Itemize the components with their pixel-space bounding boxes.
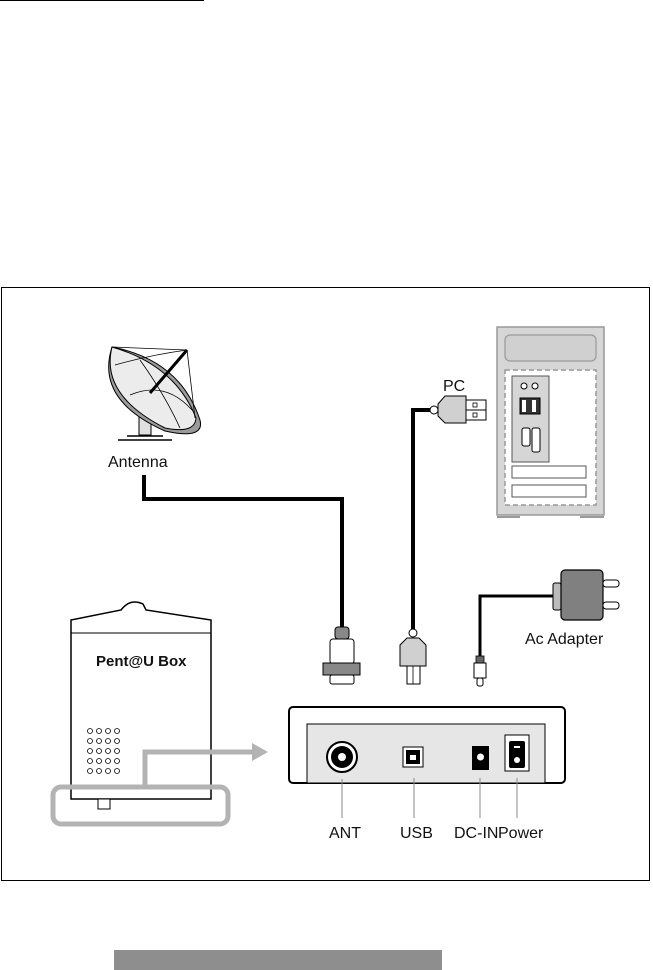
antenna-cable — [144, 475, 342, 628]
antenna-label: Antenna — [108, 454, 168, 471]
pc-label: PC — [443, 378, 465, 395]
power-switch-icon — [505, 735, 529, 771]
ant-port-icon — [327, 742, 357, 772]
usb-a-plug-icon — [430, 396, 486, 423]
coax-plug-icon — [323, 627, 360, 684]
port-label-ant: ANT — [329, 825, 361, 842]
port-label-dc-in: DC-IN — [454, 825, 498, 842]
dc-in-port-icon — [472, 746, 489, 770]
gray-bar — [114, 950, 442, 970]
usb-b-plug-icon — [400, 629, 426, 684]
satellite-dish-icon — [109, 347, 201, 440]
port-label-power: Power — [498, 825, 544, 842]
ac-adapter-label: Ac Adapter — [525, 631, 604, 648]
pc-tower-icon — [497, 327, 604, 517]
usb-port-icon — [403, 747, 423, 767]
port-label-usb: USB — [400, 825, 433, 842]
usb-cable — [413, 410, 431, 629]
pentau-box-icon — [71, 602, 211, 809]
device-label: Pent@U Box — [96, 653, 187, 670]
ac-adapter-icon — [553, 570, 619, 620]
device-back-panel — [289, 707, 565, 818]
dc-plug-icon — [474, 656, 486, 686]
